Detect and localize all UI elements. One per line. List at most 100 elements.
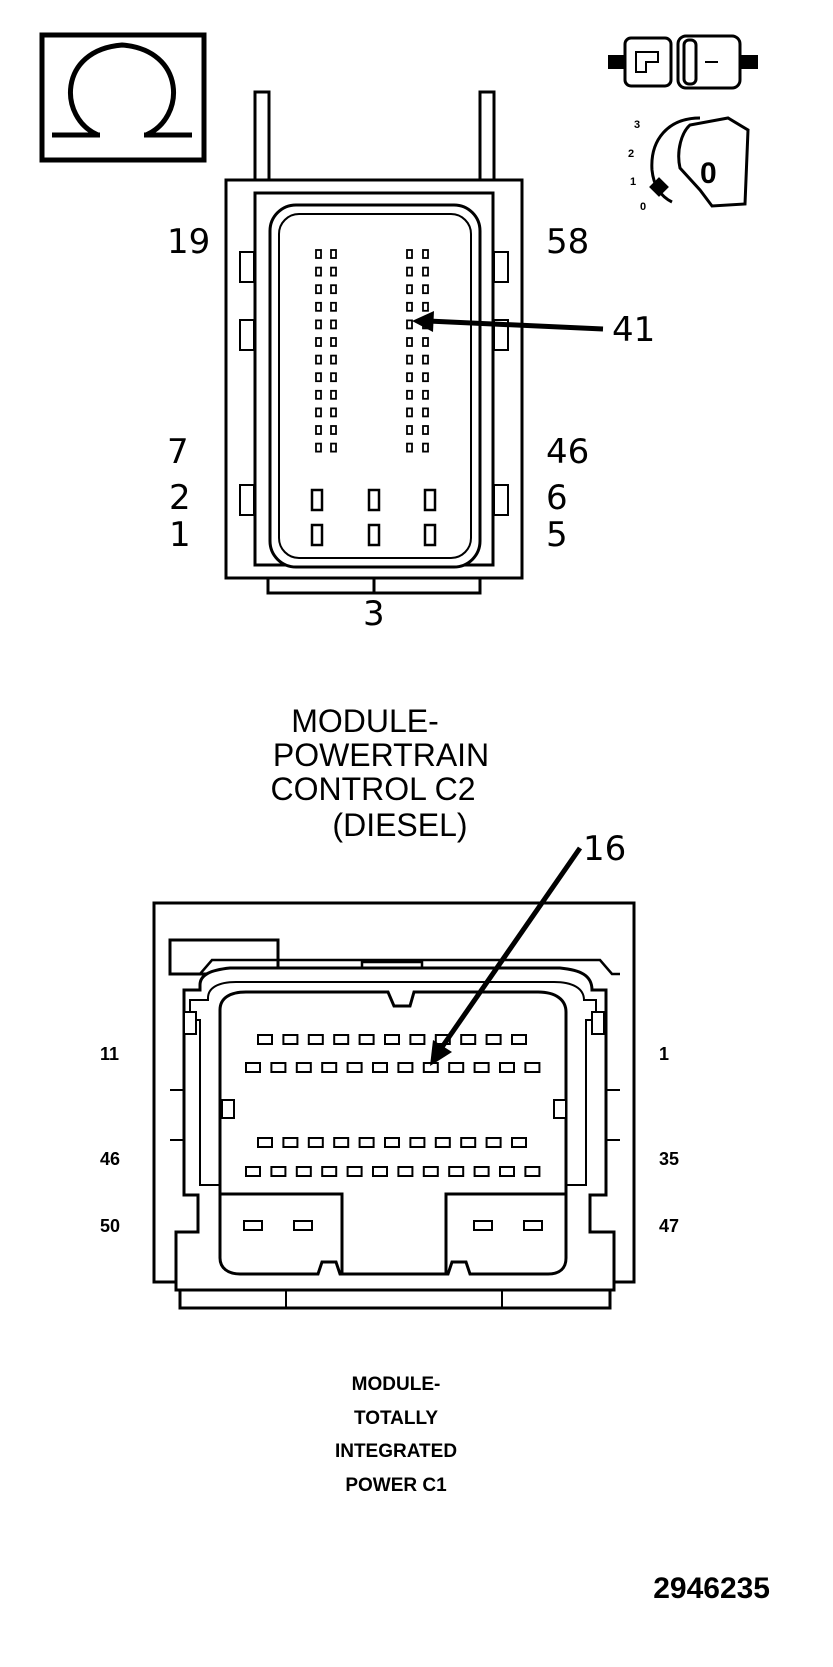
terminal-cavity bbox=[295, 1062, 312, 1073]
terminal-cavity bbox=[409, 1137, 426, 1148]
c2-pin-label-3: 3 bbox=[363, 594, 385, 634]
terminal-cavity bbox=[397, 1166, 414, 1177]
terminal-cavity bbox=[245, 1062, 261, 1073]
c1-callout-arrowhead bbox=[430, 1040, 452, 1066]
ignition-pos-1: 1 bbox=[630, 176, 636, 188]
terminal-cavity bbox=[315, 301, 322, 312]
ignition-pos-3: 3 bbox=[634, 119, 640, 131]
terminal-cavity bbox=[384, 1034, 400, 1045]
terminal-cavity bbox=[406, 389, 413, 400]
terminal-cavity bbox=[473, 1166, 490, 1177]
terminal-cavity bbox=[315, 266, 322, 277]
terminal-cavity bbox=[406, 425, 413, 435]
c2-title-line-1: MODULE- bbox=[291, 703, 439, 739]
terminal-cavity bbox=[315, 372, 322, 383]
c1-callout-line bbox=[437, 846, 583, 1052]
terminal-cavity bbox=[270, 1166, 287, 1177]
terminal-cavity bbox=[330, 407, 337, 418]
terminal-cavity bbox=[372, 1062, 388, 1073]
terminal-cavity bbox=[524, 1062, 541, 1073]
c1-title: MODULE- TOTALLY INTEGRATED POWER C1 bbox=[335, 1374, 457, 1496]
c2-pin-label-19: 19 bbox=[167, 222, 210, 262]
terminal-cavity bbox=[333, 1034, 350, 1045]
terminal-cavity bbox=[346, 1166, 363, 1177]
terminal-cavity bbox=[406, 354, 413, 365]
terminal-cavity bbox=[409, 1034, 426, 1045]
terminal-cavity bbox=[307, 1034, 324, 1045]
c2-pin-label-2: 2 bbox=[169, 478, 191, 518]
connector-disconnected-icon bbox=[608, 34, 758, 90]
terminal-cavity bbox=[422, 442, 429, 453]
c1-title-line-4: POWER C1 bbox=[345, 1475, 447, 1496]
terminal-cavity bbox=[473, 1220, 493, 1231]
c2-title-line-3: CONTROL C2 bbox=[270, 771, 475, 807]
terminal-cavity bbox=[485, 1034, 502, 1045]
terminal-cavity bbox=[422, 1166, 439, 1177]
c1-title-line-2: TOTALLY bbox=[354, 1408, 438, 1429]
terminal-cavity bbox=[358, 1034, 375, 1045]
terminal-cavity bbox=[422, 249, 429, 259]
terminal-cavity bbox=[422, 372, 429, 383]
c2-title-line-4: (DIESEL) bbox=[332, 807, 467, 843]
terminal-cavity bbox=[384, 1137, 400, 1148]
c1-pin-label-1: 1 bbox=[659, 1044, 669, 1064]
c1-pin-label-47: 47 bbox=[659, 1216, 679, 1236]
terminal-cavity bbox=[422, 266, 429, 277]
terminal-cavity bbox=[330, 249, 337, 259]
terminal-cavity bbox=[315, 337, 322, 347]
figure-number: 2946235 bbox=[653, 1572, 770, 1605]
c2-pin-label-1: 1 bbox=[169, 515, 191, 555]
terminal-cavity bbox=[406, 372, 413, 383]
terminal-cavity bbox=[358, 1137, 375, 1148]
terminal-cavity bbox=[330, 319, 337, 330]
ignition-pos-2: 2 bbox=[628, 148, 634, 160]
c1-title-line-1: MODULE- bbox=[352, 1374, 441, 1395]
c1-pin-label-16: 16 bbox=[583, 829, 626, 869]
terminal-cavity bbox=[315, 389, 322, 400]
terminal-cavity bbox=[321, 1062, 338, 1073]
c2-pin-label-7: 7 bbox=[167, 432, 189, 472]
connector-c2 bbox=[224, 90, 604, 595]
terminal-cavity bbox=[460, 1034, 477, 1045]
terminal-cavity bbox=[346, 1062, 363, 1073]
terminal-cavity bbox=[315, 319, 322, 330]
terminal-cavity bbox=[406, 337, 413, 347]
terminal-cavity bbox=[330, 301, 337, 312]
c1-pin-label-46: 46 bbox=[100, 1149, 120, 1169]
terminal-cavity bbox=[406, 407, 413, 418]
terminal-cavity bbox=[448, 1062, 465, 1073]
c2-pin-label-46: 46 bbox=[546, 432, 589, 472]
terminal-cavity bbox=[524, 1166, 541, 1177]
terminal-cavity bbox=[422, 354, 429, 365]
terminal-cavity bbox=[406, 266, 413, 277]
terminal-cavity bbox=[434, 1137, 451, 1148]
terminal-cavity bbox=[315, 425, 322, 435]
terminal-cavity bbox=[422, 337, 429, 347]
terminal-cavity bbox=[372, 1166, 388, 1177]
terminal-cavity bbox=[406, 284, 413, 295]
terminal-cavity bbox=[307, 1137, 324, 1148]
terminal-cavity bbox=[245, 1166, 261, 1177]
terminal-cavity bbox=[282, 1034, 299, 1045]
terminal-cavity bbox=[282, 1137, 299, 1148]
terminal-cavity bbox=[330, 372, 337, 383]
terminal-cavity bbox=[448, 1166, 465, 1177]
terminal-cavity bbox=[330, 284, 337, 295]
terminal-cavity bbox=[406, 301, 413, 312]
terminal-cavity bbox=[330, 266, 337, 277]
terminal-cavity bbox=[406, 319, 413, 330]
terminal-cavity bbox=[315, 442, 322, 453]
terminal-cavity bbox=[422, 284, 429, 295]
terminal-cavity bbox=[422, 425, 429, 435]
terminal-cavity bbox=[315, 249, 322, 259]
terminal-cavity bbox=[315, 354, 322, 365]
c1-pin-label-11: 11 bbox=[100, 1044, 119, 1064]
terminal-cavity bbox=[499, 1062, 515, 1073]
c2-large-terminals bbox=[310, 488, 437, 547]
terminal-cavity bbox=[330, 354, 337, 365]
terminal-cavity bbox=[397, 1062, 414, 1073]
terminal-cavity bbox=[333, 1137, 350, 1148]
terminal-cavity bbox=[473, 1062, 490, 1073]
terminal-cavity bbox=[406, 442, 413, 453]
terminal-cavity bbox=[295, 1166, 312, 1177]
